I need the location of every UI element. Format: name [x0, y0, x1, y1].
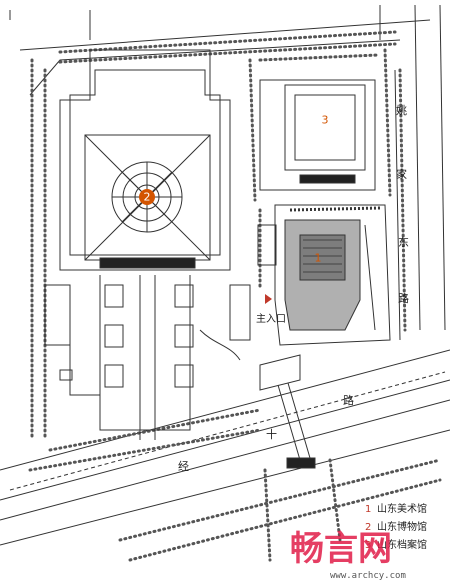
street-dong: 东 — [398, 236, 409, 249]
street-jing: 经 — [178, 460, 189, 473]
legend-number-3: 3 — [365, 540, 371, 551]
street-lu-2: 路 — [343, 394, 354, 407]
pedestrian-bridge — [277, 382, 316, 469]
building-2-number: 2 — [144, 191, 151, 204]
legend-number-2: 2 — [365, 522, 371, 533]
legend-name-3: 山东档案馆 — [377, 538, 427, 551]
legend-name-1: 山东美术馆 — [377, 502, 427, 515]
road-lines — [0, 4, 450, 546]
courtyard-blocks — [44, 284, 251, 410]
entrance-arrow-icon — [265, 294, 272, 304]
street-jia: 家 — [396, 167, 407, 181]
building-2-museum — [59, 49, 231, 440]
building-1-art-museum — [257, 204, 391, 391]
building-3-number: 3 — [322, 114, 329, 127]
legend: 1 山东美术馆 2 山东博物馆 3 山东档案馆 — [365, 502, 427, 551]
building-2-marker — [139, 189, 155, 205]
building-3-archives — [259, 79, 376, 191]
entrance-label: 主入口 — [256, 313, 286, 325]
tree-rows — [28, 30, 442, 562]
legend-name-2: 山东博物馆 — [377, 520, 427, 533]
street-shi: 十 — [266, 427, 277, 441]
building-1-number: 1 — [315, 252, 322, 265]
street-lu: 路 — [398, 292, 409, 305]
watermark-logo: 畅言网 — [290, 529, 392, 569]
street-yao: 姚 — [396, 103, 407, 117]
watermark-url: www.archcy.com — [330, 571, 406, 581]
legend-number-1: 1 — [365, 504, 371, 515]
